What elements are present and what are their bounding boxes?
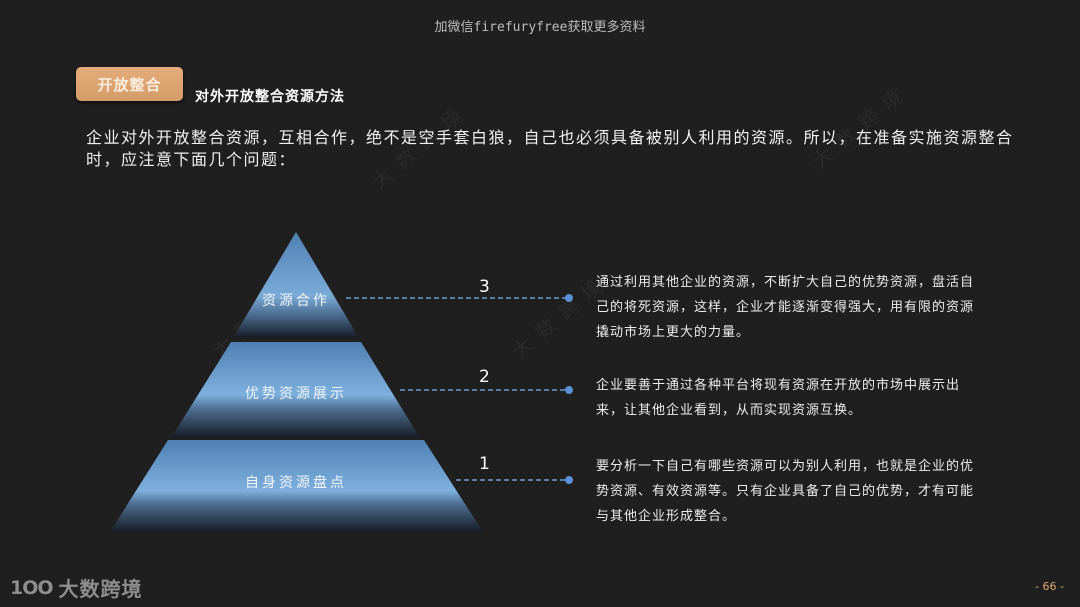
pyramid-layer-top [233,232,359,338]
level-3-description: 通过利用其他企业的资源，不断扩大自己的优势资源，盘活自己的将死资源，这样，企业才… [596,275,975,340]
intro-paragraph: 企业对外开放整合资源，互相合作，绝不是空手套白狼，自己也必须具备被别人利用的资源… [86,128,1014,169]
section-tag: 开放整合 [76,67,183,101]
section-tag-label: 开放整合 [97,75,162,94]
level-2-description: 企业要善于通过各种平台将现有资源在开放的市场中展示出来，让其他企业看到，从而实现… [596,378,961,418]
pyramid-label-bottom: 自身资源盘点 [245,475,347,491]
pyramid-label-top: 资源合作 [262,293,330,309]
pyramid-layer-bottom [110,440,483,532]
pyramid-label-middle: 优势资源展示 [245,386,347,402]
pyramid-layer-middle [171,342,420,438]
brand-logo: 1OO 大数跨境 [10,573,143,602]
level-number-3: 3 [479,277,490,297]
level-1-description: 要分析一下自己有哪些资源可以为别人利用，也就是企业的优势资源、有效资源等。只有企… [596,459,975,524]
section-title: 对外开放整合资源方法 [195,89,345,105]
logo-text: 大数跨境 [58,577,143,601]
logo-icon: 1OO [10,576,54,599]
top-watermark-text: 加微信firefuryfree获取更多资料 [434,20,646,35]
level-number-1: 1 [479,454,490,474]
level-number-2: 2 [479,367,490,387]
page-number: - 66 - [1035,580,1064,593]
